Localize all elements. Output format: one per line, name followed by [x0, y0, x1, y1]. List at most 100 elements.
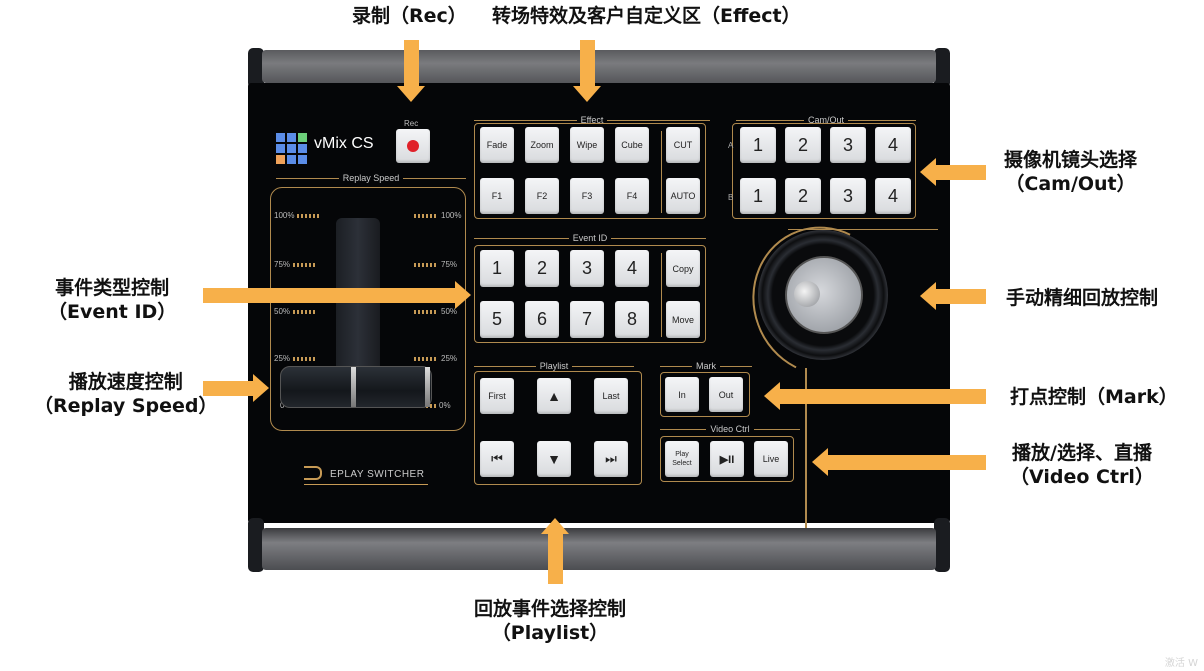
- event-6-button[interactable]: 6: [525, 301, 559, 338]
- effect-wipe-button[interactable]: Wipe: [570, 127, 604, 163]
- bottom-right-cap: [934, 518, 950, 572]
- cam-out-arrow-shaft: [936, 165, 986, 180]
- speed-right-100: 100%: [414, 211, 461, 220]
- cam-a4-button[interactable]: 4: [875, 127, 911, 163]
- jog-gold-trim-top: [788, 229, 938, 230]
- playlist-down-button[interactable]: ▼: [537, 441, 571, 477]
- mark-in-button[interactable]: In: [665, 377, 699, 412]
- effect-zoom-button[interactable]: Zoom: [525, 127, 559, 163]
- speed-right-50: 50%: [414, 307, 457, 316]
- play-pause-button[interactable]: ▶II: [710, 441, 744, 477]
- event-id-divider: [661, 253, 662, 337]
- control-panel: vMix CS Rec Replay Speed 100% 75% 50% 25…: [248, 83, 950, 528]
- speed-left-100: 100%: [274, 211, 322, 220]
- event-id-arrow-shaft: [203, 288, 455, 303]
- playlist-skip-back-button[interactable]: ⏮: [480, 441, 514, 477]
- mark-frame: [660, 372, 750, 417]
- top-left-cap: [248, 48, 264, 88]
- cam-a2-button[interactable]: 2: [785, 127, 821, 163]
- cam-out-arrow-head-icon: [920, 158, 936, 186]
- replay-speed-lever[interactable]: [280, 366, 432, 408]
- jog-gold-trim-line: [805, 368, 807, 528]
- callout-effect: 转场特效及客户自定义区（Effect）: [492, 5, 801, 27]
- bottom-left-cap: [248, 518, 264, 572]
- event-3-button[interactable]: 3: [570, 250, 604, 287]
- effect-f2-button[interactable]: F2: [525, 178, 559, 214]
- callout-rec: 录制（Rec）: [352, 5, 467, 27]
- effect-f4-button[interactable]: F4: [615, 178, 649, 214]
- event-5-button[interactable]: 5: [480, 301, 514, 338]
- live-button[interactable]: Live: [754, 441, 788, 477]
- speed-left-25: 25%: [274, 354, 318, 363]
- callout-event-id-en: （Event ID）: [48, 301, 177, 323]
- effect-fade-button[interactable]: Fade: [480, 127, 514, 163]
- event-8-button[interactable]: 8: [615, 301, 649, 338]
- rec-label: Rec: [404, 119, 419, 128]
- callout-cam-out: 摄像机镜头选择 （Cam/Out）: [1004, 148, 1137, 196]
- playlist-up-button[interactable]: ▲: [537, 378, 571, 414]
- event-move-button[interactable]: Move: [666, 301, 700, 338]
- mark-out-button[interactable]: Out: [709, 377, 743, 412]
- callout-playlist-en: （Playlist）: [491, 622, 609, 644]
- replay-speed-arrow-head-icon: [253, 374, 269, 402]
- cam-b3-button[interactable]: 3: [830, 178, 866, 214]
- cam-b4-button[interactable]: 4: [875, 178, 911, 214]
- callout-replay-speed-en: （Replay Speed）: [34, 395, 218, 417]
- event-7-button[interactable]: 7: [570, 301, 604, 338]
- brand-r-icon: [304, 466, 322, 480]
- playlist-arrow-shaft: [548, 534, 563, 584]
- event-id-title: Event ID: [474, 233, 707, 243]
- mark-arrow-head-icon: [764, 382, 780, 410]
- event-copy-button[interactable]: Copy: [666, 250, 700, 287]
- watermark: 激活 W: [1164, 658, 1198, 669]
- bottom-handle-bar: [262, 528, 936, 570]
- effect-f1-button[interactable]: F1: [480, 178, 514, 214]
- playlist-title: Playlist: [474, 361, 635, 371]
- replay-speed-arrow-shaft: [203, 381, 253, 396]
- callout-cam-out-cn: 摄像机镜头选择: [1004, 149, 1138, 171]
- playlist-first-button[interactable]: First: [480, 378, 514, 414]
- cam-b1-button[interactable]: 1: [740, 178, 776, 214]
- cam-a1-button[interactable]: 1: [740, 127, 776, 163]
- cam-out-title: Cam/Out: [736, 115, 917, 125]
- brand-underline: [304, 484, 428, 485]
- effect-title: Effect: [474, 115, 711, 125]
- mark-title: Mark: [660, 361, 752, 371]
- effect-auto-button[interactable]: AUTO: [666, 178, 700, 214]
- record-dot-icon: [407, 140, 419, 152]
- cam-b2-button[interactable]: 2: [785, 178, 821, 214]
- callout-video-ctrl-en: （Video Ctrl）: [1010, 466, 1154, 488]
- event-1-button[interactable]: 1: [480, 250, 514, 287]
- arrow-down-icon: ▼: [547, 451, 561, 467]
- callout-jog: 手动精细回放控制: [1006, 287, 1159, 309]
- rec-arrow-head-icon: [397, 86, 425, 102]
- brand-text: EPLAY SWITCHER: [330, 469, 425, 480]
- effect-f3-button[interactable]: F3: [570, 178, 604, 214]
- event-id-arrow-head-icon: [455, 281, 471, 309]
- callout-playlist: 回放事件选择控制 （Playlist）: [474, 597, 626, 645]
- event-2-button[interactable]: 2: [525, 250, 559, 287]
- effect-cut-button[interactable]: CUT: [666, 127, 700, 163]
- callout-replay-speed-cn: 播放速度控制: [68, 371, 183, 393]
- playlist-skip-forward-button[interactable]: ⏭: [594, 441, 628, 477]
- video-ctrl-arrow-shaft: [828, 455, 986, 470]
- video-ctrl-frame: [660, 436, 794, 482]
- row-b-label: B: [728, 193, 734, 202]
- callout-video-ctrl-cn: 播放/选择、直播: [1012, 442, 1152, 464]
- cam-a3-button[interactable]: 3: [830, 127, 866, 163]
- effect-cube-button[interactable]: Cube: [615, 127, 649, 163]
- speed-left-50: 50%: [274, 307, 318, 316]
- replay-speed-frame: [270, 187, 466, 431]
- jog-finger-dimple: [794, 281, 820, 307]
- replay-speed-title: Replay Speed: [276, 173, 467, 183]
- rec-button[interactable]: [396, 129, 430, 163]
- effect-frame: [474, 123, 706, 219]
- event-4-button[interactable]: 4: [615, 250, 649, 287]
- effect-divider: [661, 131, 662, 213]
- callout-cam-out-en: （Cam/Out）: [1005, 173, 1136, 195]
- event-id-frame: [474, 245, 706, 343]
- play-select-button[interactable]: Play Select: [665, 441, 699, 477]
- playlist-last-button[interactable]: Last: [594, 378, 628, 414]
- callout-event-id-cn: 事件类型控制: [55, 277, 170, 299]
- replay-controller-device: vMix CS Rec Replay Speed 100% 75% 50% 25…: [248, 48, 950, 572]
